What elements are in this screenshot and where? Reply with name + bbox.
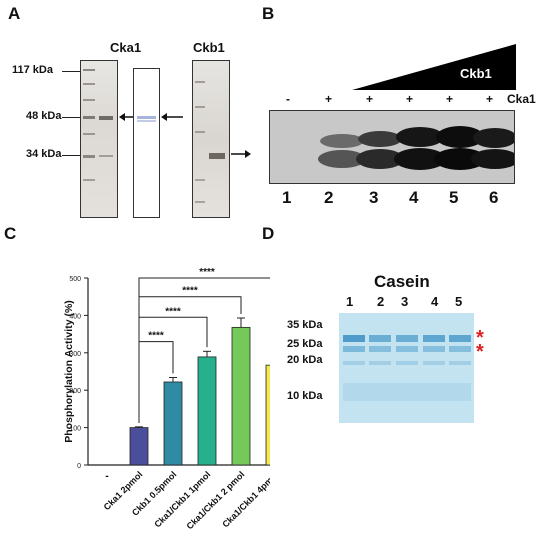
panel-d-label: D <box>262 224 275 243</box>
asterisk-mark-1: * <box>476 327 484 349</box>
lane-number-5: 5 <box>449 188 459 207</box>
cka1-row-label: Cka1 <box>507 92 536 106</box>
arrow-icon <box>231 150 251 158</box>
marker-48-kda: 48 kDa <box>26 110 62 122</box>
significance-label: **** <box>148 331 164 342</box>
cka1-presence-2: + <box>325 92 333 106</box>
cka1-presence-6: + <box>486 92 494 106</box>
gel-a-ladder-bands <box>83 69 113 181</box>
y-tick-label: 0 <box>77 463 81 470</box>
casein-title: Casein <box>374 272 430 291</box>
lane-number-6: 6 <box>489 188 499 207</box>
panel-c-label: C <box>4 224 17 243</box>
lane-number-3: 3 <box>369 188 379 207</box>
lane-number-1: 1 <box>282 188 292 207</box>
panel-a-label: A <box>8 4 21 23</box>
x-tick-label: Cka1/Ckb1 2 pmol <box>185 469 247 531</box>
bar <box>197 356 217 466</box>
marker-34-kda: 34 kDa <box>26 148 62 160</box>
significance-label: **** <box>182 286 198 297</box>
y-axis-label: Phosphorylation Activity (%) <box>63 300 75 443</box>
casein-lane-2: 2 <box>377 294 385 309</box>
cka1-presence-1: - <box>286 92 290 106</box>
gel-a-ckb1-bands <box>195 81 225 203</box>
marker-117-kda: 117 kDa <box>12 64 53 76</box>
cka1-presence-3: + <box>366 92 374 106</box>
gel-a-lane-cka1 <box>133 68 160 218</box>
significance-label: **** <box>199 267 215 278</box>
gel-a-lane-ladder <box>80 60 118 218</box>
panel-b-label: B <box>262 4 275 23</box>
ckb1-gradient-wedge <box>352 44 516 90</box>
asterisk-mark-2: * <box>476 341 484 363</box>
significance-label: **** <box>165 306 181 317</box>
bar <box>231 326 251 466</box>
significance-bracket <box>138 296 242 423</box>
gel-b-autoradiograph <box>269 110 515 184</box>
gel-a-lane-ckb1 <box>192 60 230 218</box>
casein-gel <box>339 313 474 423</box>
casein-lane-1: 1 <box>346 294 354 309</box>
casein-lane-3: 3 <box>401 294 409 309</box>
arrow-icon <box>161 113 183 121</box>
marker-tick-48 <box>62 117 80 118</box>
y-tick-label: 100 <box>69 426 81 433</box>
lane-title-cka1: Cka1 <box>110 40 142 55</box>
lane-title-ckb1: Ckb1 <box>193 40 225 55</box>
ckb1-wedge-label: Ckb1 <box>460 66 492 81</box>
cka1-presence-5: + <box>446 92 454 106</box>
casein-lane-5: 5 <box>455 294 463 309</box>
y-tick-label: 500 <box>69 276 81 283</box>
bar <box>265 364 270 466</box>
casein-marker-35: 35 kDa <box>287 319 323 331</box>
casein-marker-25: 25 kDa <box>287 338 323 350</box>
significance-bracket <box>138 277 270 423</box>
marker-tick-34 <box>62 155 80 156</box>
x-tick-label: Cka1/Ckb1 4pmol <box>220 469 270 529</box>
casein-lane-4: 4 <box>431 294 439 309</box>
lane-number-4: 4 <box>409 188 419 207</box>
marker-tick-117 <box>62 71 80 72</box>
casein-marker-10: 10 kDa <box>287 390 323 402</box>
bar <box>163 381 183 466</box>
bar <box>129 427 149 466</box>
y-tick-label: 200 <box>69 388 81 395</box>
lane-number-2: 2 <box>324 188 334 207</box>
x-category-dash: - <box>105 471 108 482</box>
y-tick-label: 400 <box>69 313 81 320</box>
casein-marker-20: 20 kDa <box>287 354 323 366</box>
cka1-presence-4: + <box>406 92 414 106</box>
y-tick-label: 300 <box>69 351 81 358</box>
